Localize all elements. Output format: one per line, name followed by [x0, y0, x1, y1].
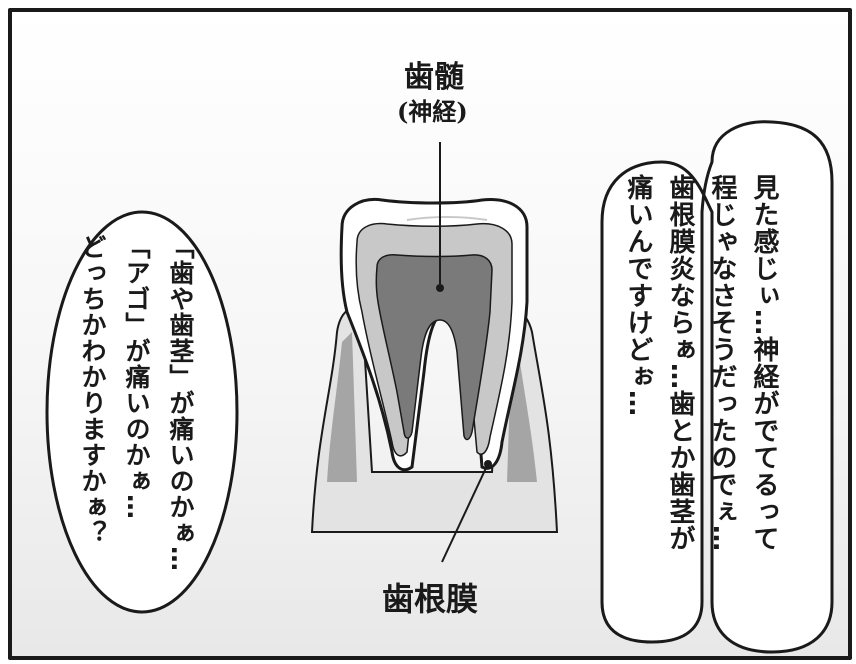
right-bubble-line: 見た感じぃ…神経がでてるって: [749, 174, 779, 552]
left-bubble-line: 「歯や歯茎」が痛いのかぁ…: [166, 234, 195, 572]
speech-bubble-right: [600, 120, 834, 654]
right-bubble-line: 程じゃなさそうだったのでぇ…: [707, 174, 737, 552]
left-bubble-line: どっちかわかりますかぁ？: [78, 234, 107, 546]
left-bubble-line: 「アゴ」が痛いのかぁ…: [122, 234, 151, 520]
gum-shade-left: [327, 332, 357, 482]
enamel-highlight: [406, 216, 488, 221]
right-bubble-text: 見た感じぃ…神経がでてるって 程じゃなさそうだったのでぇ… 歯根膜炎ならぁ…歯と…: [617, 174, 785, 644]
label-pulp-sub: (神経): [397, 97, 468, 126]
label-pulp: 歯髄: [404, 60, 464, 95]
tooth-pulp: [375, 254, 493, 441]
speech-bubble-left: [45, 210, 239, 614]
left-bubble-text: 「歯や歯茎」が痛いのかぁ… 「アゴ」が痛いのかぁ… どっちかわかりますかぁ？: [70, 234, 202, 614]
manga-panel: 歯髄 (神経) 歯根膜 見た感じぃ…神経がでてるって 程じゃなさそうだったのでぇ…: [8, 8, 852, 660]
tooth-diagram: [45, 120, 834, 654]
right-bubble-line: 痛いんですけどぉ…: [623, 174, 653, 417]
right-bubble-line: 歯根膜炎ならぁ…歯とか歯茎が: [665, 174, 695, 552]
periodontal-pointer-dot: [484, 460, 492, 468]
pulp-pointer-dot: [436, 284, 444, 292]
label-periodontal-ligament: 歯根膜: [382, 580, 479, 618]
periodontal-pointer-line: [441, 467, 487, 563]
